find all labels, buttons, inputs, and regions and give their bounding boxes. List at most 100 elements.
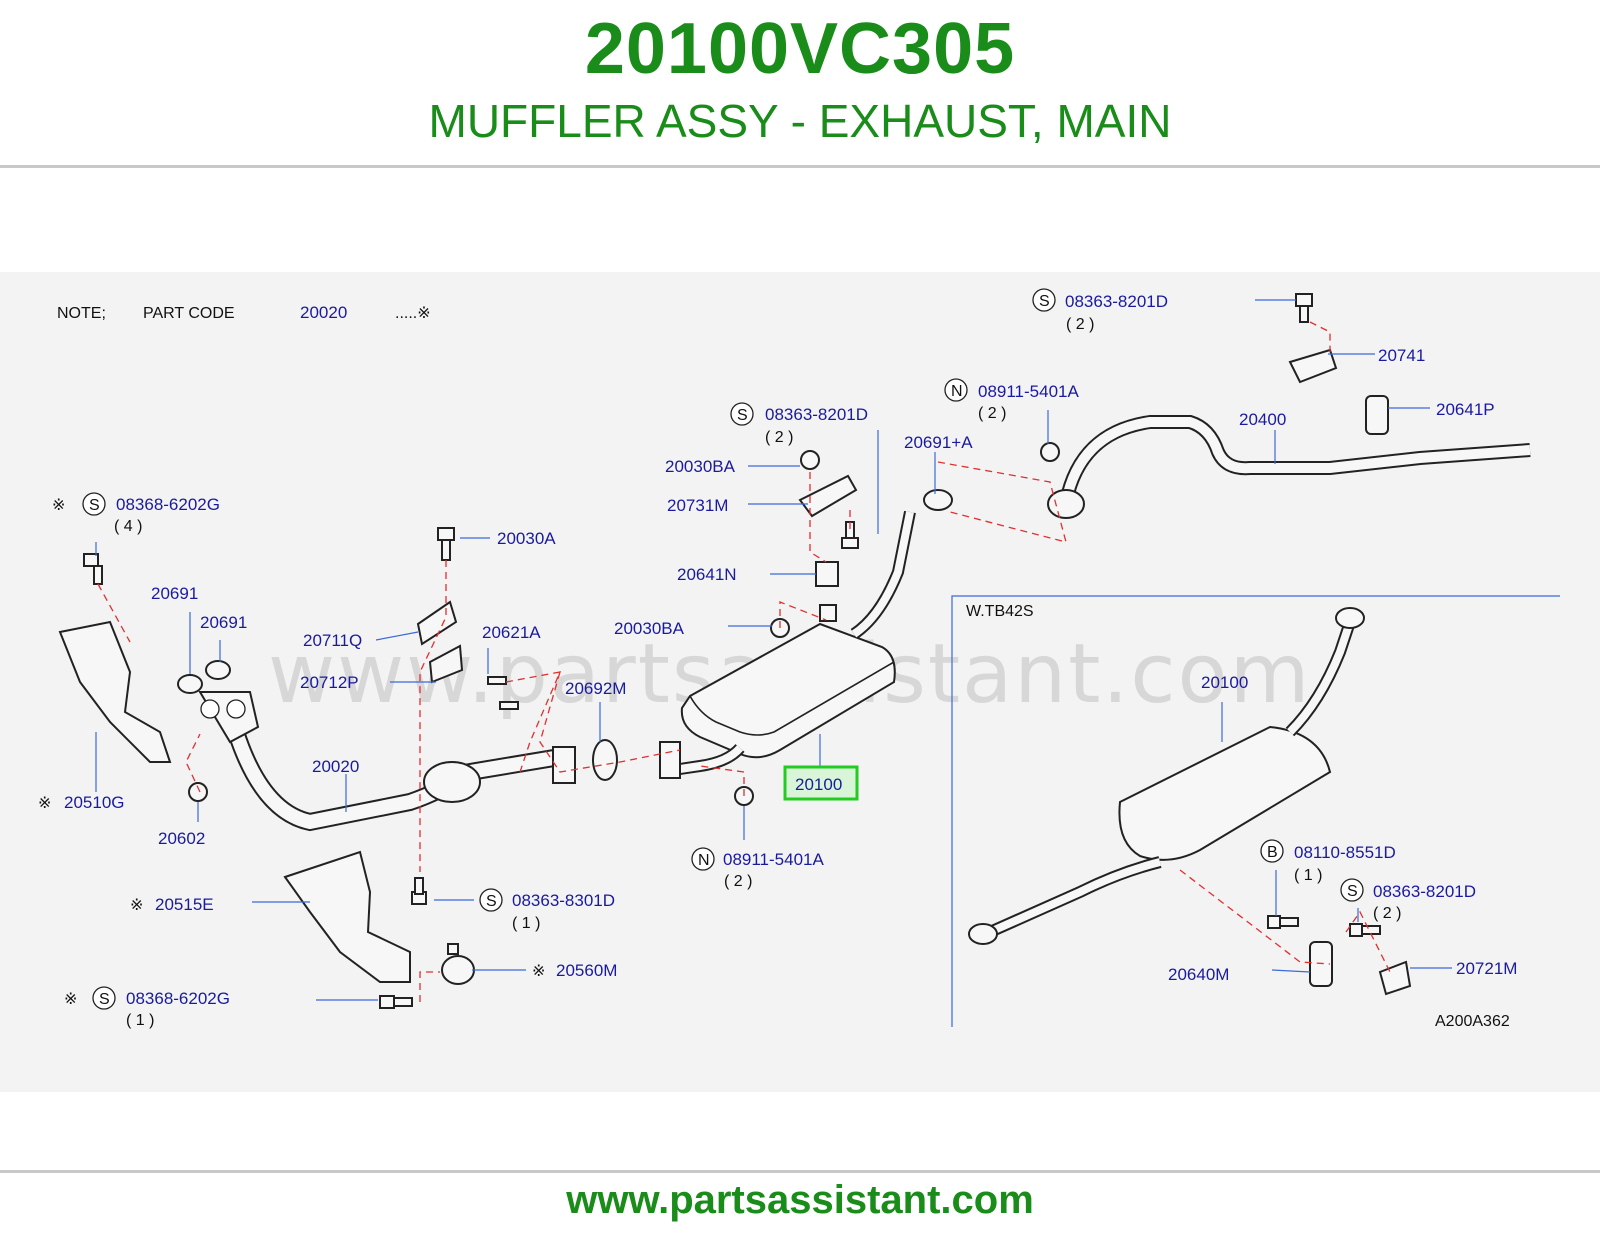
tail-pipe-part[interactable] [1047, 415, 1531, 519]
n-letter-top: N [951, 383, 963, 400]
bolt-08363-inset[interactable] [1349, 923, 1381, 937]
label-20621a[interactable]: 20621A [482, 623, 541, 642]
label-20602[interactable]: 20602 [158, 829, 205, 848]
heat-shield-lower[interactable] [283, 850, 411, 983]
label-20741[interactable]: 20741 [1378, 346, 1425, 365]
circle-markers: S N S S N S S B S [82, 288, 1364, 1010]
s-marker-inset [1340, 878, 1364, 902]
label-20400[interactable]: 20400 [1239, 410, 1286, 429]
label-20030a[interactable]: 20030A [497, 529, 556, 548]
n-marker-top [944, 378, 968, 402]
label-08363-mid[interactable]: 08363-8201D [765, 405, 868, 424]
label-08911-bottom[interactable]: 08911-5401A [723, 850, 824, 869]
clamp-20560m[interactable] [441, 943, 475, 985]
label-08363-inset[interactable]: 08363-8201D [1373, 882, 1476, 901]
footer-website-link[interactable]: www.partsassistant.com [566, 1178, 1034, 1222]
bracket-20741[interactable] [1288, 348, 1338, 384]
s-letter-inset: S [1347, 883, 1358, 900]
label-20731m[interactable]: 20731M [667, 496, 728, 515]
label-08911-top[interactable]: 08911-5401A [978, 382, 1079, 401]
label-20030ba-upper[interactable]: 20030BA [665, 457, 736, 476]
label-08110[interactable]: 08110-8551D [1294, 843, 1396, 862]
front-exhaust-pipe-part[interactable] [198, 691, 681, 832]
qty-08363-inset: ( 2 ) [1373, 905, 1401, 922]
gasket-part[interactable] [592, 739, 618, 781]
s-letter-8301: S [486, 893, 497, 910]
note-marker: .....※ [395, 305, 431, 322]
heat-shield-upper[interactable] [58, 620, 172, 763]
s-marker-8301 [479, 888, 503, 912]
nut-20030ba-upper[interactable] [800, 450, 820, 470]
qty-08368-top: ( 4 ) [114, 518, 142, 535]
label-20691-a[interactable]: 20691 [151, 584, 198, 603]
bracket-20731m[interactable] [798, 474, 858, 518]
gasket-20691-b[interactable] [205, 660, 231, 680]
s-marker-left [82, 492, 106, 516]
mount-20641n[interactable] [815, 561, 839, 587]
label-20641n[interactable]: 20641N [677, 565, 737, 584]
bracket-20721m[interactable] [1378, 960, 1412, 996]
label-20515e[interactable]: 20515E [155, 895, 214, 914]
nut-20602[interactable] [188, 782, 208, 802]
label-20711q[interactable]: 20711Q [303, 631, 362, 650]
note-part-code[interactable]: 20020 [300, 303, 347, 322]
label-08363-top[interactable]: 08363-8201D [1065, 292, 1168, 311]
qty-08363-mid: ( 2 ) [765, 429, 793, 446]
note-prefix: NOTE; [57, 305, 106, 322]
label-20692m[interactable]: 20692M [565, 679, 626, 698]
mount-20641p[interactable] [1365, 395, 1389, 435]
inset-title: W.TB42S [966, 603, 1034, 620]
star-marker-5: ※ [64, 991, 77, 1008]
part-labels: 08363-8201D ( 2 ) 20741 20641P 20400 089… [64, 292, 1517, 1029]
s-marker-top [1032, 288, 1056, 312]
label-08368-bottom[interactable]: 08368-6202G [126, 989, 230, 1008]
page-header: 20100VC305 MUFFLER ASSY - EXHAUST, MAIN [0, 0, 1600, 170]
label-20020[interactable]: 20020 [312, 757, 359, 776]
n-marker-bottom [691, 847, 715, 871]
n-letter-bottom: N [698, 852, 710, 869]
qty-08911-bottom: ( 2 ) [724, 873, 752, 890]
label-leader-lines [95, 299, 1452, 1001]
label-20712p[interactable]: 20712P [300, 673, 359, 692]
label-08368-top[interactable]: 08368-6202G [116, 495, 220, 514]
bolt-08363-8301d[interactable] [411, 877, 427, 905]
label-20691-b[interactable]: 20691 [200, 613, 247, 632]
b-letter-inset: B [1267, 844, 1278, 861]
note-part-code-label: PART CODE [143, 305, 235, 322]
star-marker-3: ※ [130, 897, 143, 914]
label-20100-main[interactable]: 20100 [795, 775, 842, 794]
star-marker-1: ※ [52, 497, 65, 514]
label-20030ba-lower[interactable]: 20030BA [614, 619, 685, 638]
bolt-20030a[interactable] [437, 527, 455, 561]
exhaust-diagram: www.partsassistant.com NOTE; PART CODE 2… [0, 272, 1600, 1092]
s-marker-bottom-left [92, 986, 116, 1010]
bracket-20712p[interactable] [428, 644, 464, 684]
star-marker-2: ※ [38, 795, 51, 812]
qty-08110: ( 1 ) [1294, 867, 1322, 884]
label-20560m[interactable]: 20560M [556, 961, 617, 980]
figure-code: A200A362 [1435, 1013, 1510, 1030]
label-20691a[interactable]: 20691+A [904, 433, 973, 452]
label-20100-inset[interactable]: 20100 [1201, 673, 1248, 692]
bolt-08110[interactable] [1267, 915, 1299, 929]
label-20641p[interactable]: 20641P [1436, 400, 1495, 419]
bolt-08368-bottom[interactable] [379, 995, 413, 1009]
part-number-title: 20100VC305 [584, 9, 1016, 89]
main-muffler-part[interactable] [679, 510, 916, 775]
qty-08368-bottom: ( 1 ) [126, 1012, 154, 1029]
label-20510g[interactable]: 20510G [64, 793, 125, 812]
stud-20621a[interactable] [487, 676, 519, 710]
bolt-08363-top[interactable] [1295, 293, 1313, 323]
highlighted-part-box [783, 765, 859, 801]
gasket-20691a[interactable] [923, 489, 953, 511]
gasket-20691-a[interactable] [177, 674, 203, 694]
inset-muffler-part[interactable] [968, 607, 1365, 945]
b-marker-inset [1260, 839, 1284, 863]
label-20721m[interactable]: 20721M [1456, 959, 1517, 978]
label-08363-8301d[interactable]: 08363-8301D [512, 891, 615, 910]
label-20640m[interactable]: 20640M [1168, 965, 1229, 984]
nut-08911-top[interactable] [1040, 442, 1060, 462]
diagram-canvas: www.partsassistant.com NOTE; PART CODE 2… [38, 288, 1560, 1030]
bolt-08368-top[interactable] [83, 553, 103, 585]
assembly-dashed-lines [97, 321, 1391, 1002]
